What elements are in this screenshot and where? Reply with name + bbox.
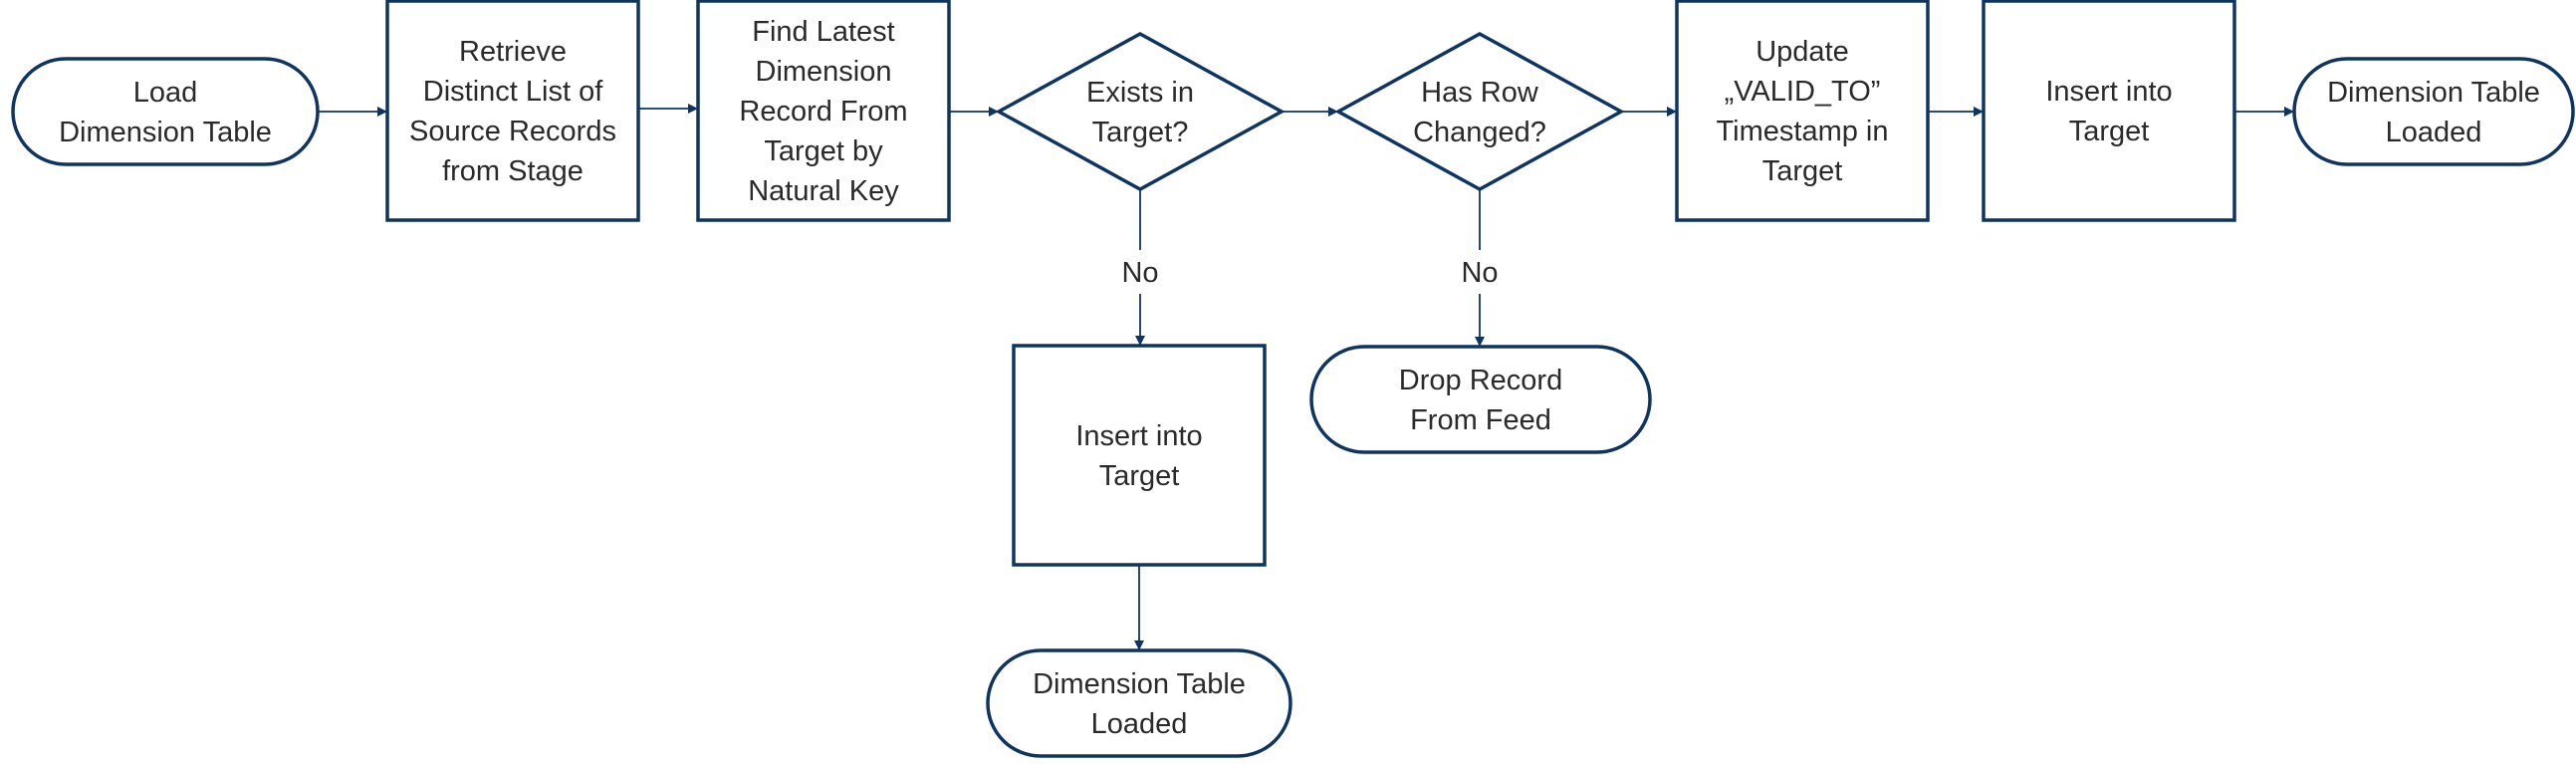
node-label-line: Has Row bbox=[1421, 77, 1539, 109]
node-label-line: Update bbox=[1756, 36, 1849, 68]
node-label-line: Retrieve bbox=[459, 36, 567, 68]
node-label-line: Target bbox=[1099, 460, 1180, 492]
node-label-line: Loaded bbox=[2386, 117, 2482, 148]
process-shape bbox=[1982, 0, 2236, 222]
node-label-line: Record From bbox=[739, 96, 907, 127]
process-shape bbox=[385, 0, 640, 222]
process-shape bbox=[1012, 344, 1267, 567]
node-label-line: Source Records bbox=[409, 116, 616, 147]
terminator-shape bbox=[986, 648, 1292, 758]
decision-shape bbox=[995, 32, 1286, 191]
node-label-line: from Stage bbox=[442, 155, 584, 187]
decision-shape bbox=[1334, 32, 1625, 191]
process-shape bbox=[696, 0, 951, 222]
node-label-line: Dimension bbox=[756, 56, 892, 88]
node-label-line: „VALID_TO” bbox=[1725, 76, 1881, 108]
node-label-line: Dimension Table bbox=[2327, 77, 2540, 109]
connector-n4-to-n9: No bbox=[1121, 190, 1159, 346]
edge-label-no: No bbox=[1461, 257, 1498, 289]
node-label-line: Timestamp in bbox=[1717, 116, 1889, 147]
node-label-line: From Feed bbox=[1410, 404, 1551, 436]
terminator-shape bbox=[1309, 345, 1652, 454]
node-label: Update „VALID_TO” Timestamp in Target bbox=[1717, 36, 1889, 187]
node-label-line: Target bbox=[2069, 116, 2150, 147]
process-shape bbox=[1675, 0, 1930, 222]
process-node-update-valid-to-timestamp-in-target: Update „VALID_TO” Timestamp in Target bbox=[1675, 0, 1930, 222]
node-label-line: Exists in bbox=[1086, 77, 1194, 109]
node-label-line: Find Latest bbox=[752, 16, 894, 48]
node-label-line: Drop Record bbox=[1399, 365, 1562, 396]
node-label-line: Target bbox=[1762, 155, 1843, 187]
node-label-line: Loaded bbox=[1091, 708, 1188, 740]
terminator-shape bbox=[2292, 57, 2575, 166]
terminator-shape bbox=[11, 57, 320, 166]
node-label-line: Distinct List of bbox=[423, 76, 603, 108]
decision-node-exists-in-target: Exists in Target? bbox=[995, 32, 1286, 191]
node-label-line: Natural Key bbox=[748, 175, 899, 207]
connector-n5-to-n10: No bbox=[1461, 190, 1499, 347]
node-label-line: Insert into bbox=[1075, 420, 1202, 452]
node-label-line: Changed? bbox=[1413, 117, 1546, 148]
node-label-line: Target by bbox=[764, 135, 883, 167]
node-label-line: Insert into bbox=[2045, 76, 2172, 108]
node-label-line: Target? bbox=[1092, 117, 1189, 148]
node-label: Exists in Target? bbox=[1086, 77, 1194, 148]
node-label-line: Dimension Table bbox=[1033, 668, 1246, 700]
node-label-line: Load bbox=[133, 77, 198, 109]
edge-label-no: No bbox=[1121, 257, 1158, 289]
node-label-line: Dimension Table bbox=[59, 117, 272, 148]
